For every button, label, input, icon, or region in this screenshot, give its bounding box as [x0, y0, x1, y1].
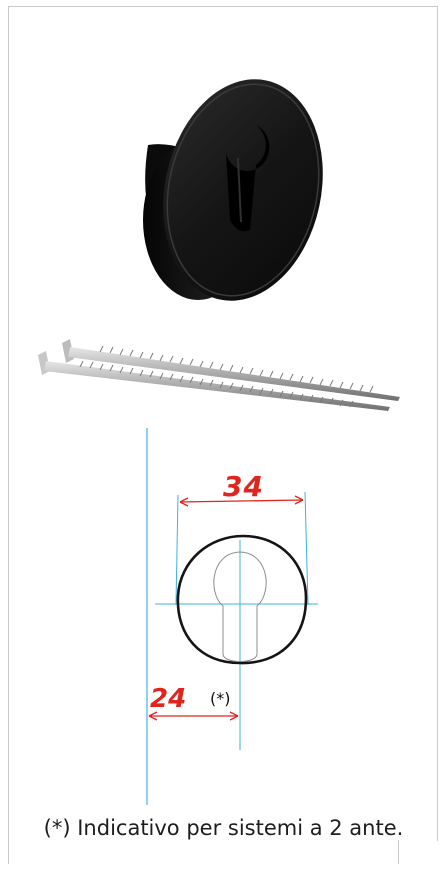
offset-arrow-right — [229, 711, 239, 721]
width-dimension-line — [179, 499, 304, 503]
width-extension-right — [304, 491, 309, 606]
screws-image — [38, 339, 400, 411]
page-frame — [8, 6, 438, 841]
frame-right-edge — [398, 840, 399, 864]
width-arrow-left — [179, 497, 189, 507]
offset-footnote-marker: (*) — [210, 689, 231, 708]
offset-dimension-label: 24 — [150, 684, 187, 714]
keyhole-outline — [213, 551, 267, 662]
rosette-outline — [176, 534, 308, 665]
cylinder-rosette-image — [143, 79, 323, 301]
width-arrow-right — [294, 495, 304, 505]
frame-left-edge — [8, 840, 9, 864]
width-dimension-label: 34 — [223, 470, 264, 503]
width-extension-left — [175, 494, 179, 606]
offset-arrow-left — [148, 711, 158, 721]
footnote-caption: (*) Indicativo per sistemi a 2 ante. — [43, 816, 404, 840]
